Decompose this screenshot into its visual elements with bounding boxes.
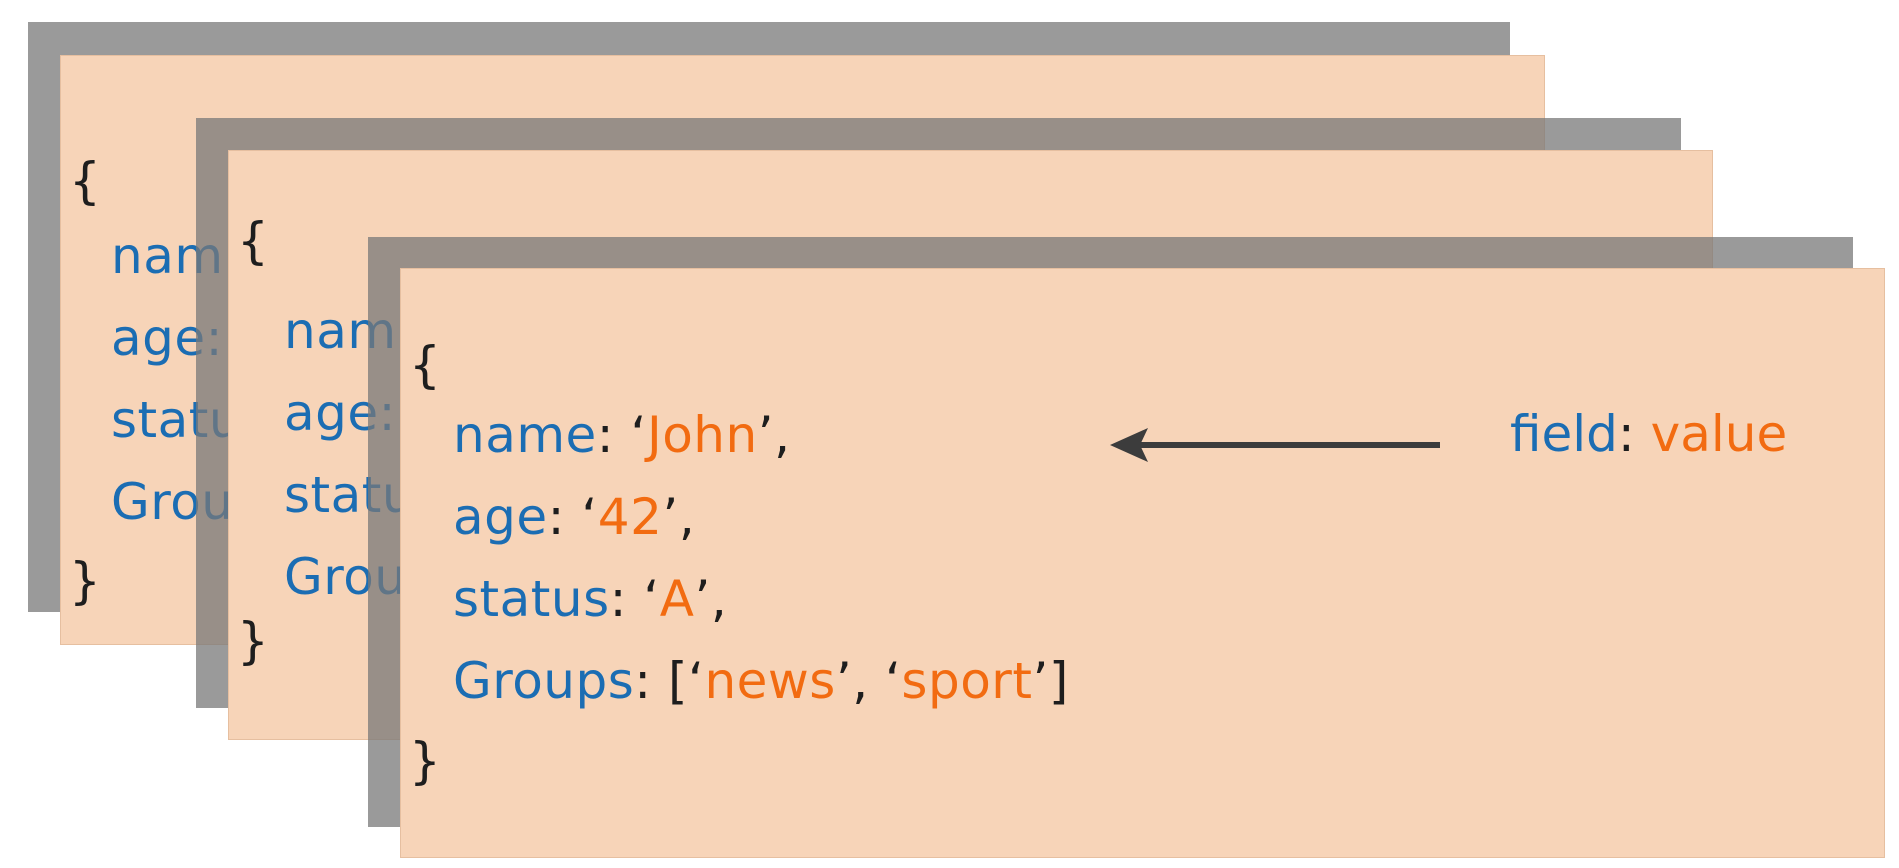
card-2-open-brace: { bbox=[237, 212, 270, 270]
colon: : bbox=[547, 488, 582, 546]
colon: : bbox=[634, 652, 669, 710]
colon: : bbox=[609, 570, 644, 628]
legend-field: field bbox=[1510, 405, 1618, 463]
card-1-close-brace: } bbox=[69, 552, 102, 610]
quote-close: ’, bbox=[694, 570, 728, 628]
field-groups-value-2: sport bbox=[901, 652, 1033, 710]
field-status: status: ‘A’, bbox=[453, 569, 727, 629]
field-age-key: age bbox=[453, 488, 548, 546]
card-2-close-brace: } bbox=[237, 612, 270, 670]
colon: : bbox=[596, 406, 631, 464]
field-name-key: name bbox=[453, 406, 597, 464]
field-age-value: 42 bbox=[597, 488, 663, 546]
field-name-value: John bbox=[646, 406, 758, 464]
quote-close: ’, bbox=[757, 406, 791, 464]
quote-open: ‘ bbox=[581, 488, 598, 546]
legend: field: value bbox=[1510, 404, 1787, 464]
separator: ’, ‘ bbox=[835, 652, 902, 710]
legend-space bbox=[1635, 405, 1651, 463]
card-1-open-brace: { bbox=[69, 152, 102, 210]
legend-value: value bbox=[1650, 405, 1788, 463]
bracket-open: [‘ bbox=[668, 652, 705, 710]
field-groups: Groups: [‘news’, ‘sport’] bbox=[453, 651, 1069, 711]
bracket-close: ’] bbox=[1032, 652, 1069, 710]
legend-colon: : bbox=[1617, 405, 1635, 463]
field-status-value: A bbox=[659, 570, 695, 628]
document-card-3: { name: ‘John’, age: ‘42’, status: ‘A’, … bbox=[400, 268, 1885, 858]
arrow-left-icon bbox=[1110, 428, 1440, 462]
quote-close: ’, bbox=[662, 488, 696, 546]
field-age: age: ‘42’, bbox=[453, 487, 695, 547]
front-close-brace: } bbox=[409, 732, 442, 790]
field-name: name: ‘John’, bbox=[453, 405, 790, 465]
quote-open: ‘ bbox=[643, 570, 660, 628]
field-groups-value-1: news bbox=[704, 652, 836, 710]
quote-open: ‘ bbox=[630, 406, 647, 464]
field-status-key: status bbox=[453, 570, 610, 628]
field-groups-key: Groups bbox=[453, 652, 635, 710]
front-open-brace: { bbox=[409, 336, 442, 394]
